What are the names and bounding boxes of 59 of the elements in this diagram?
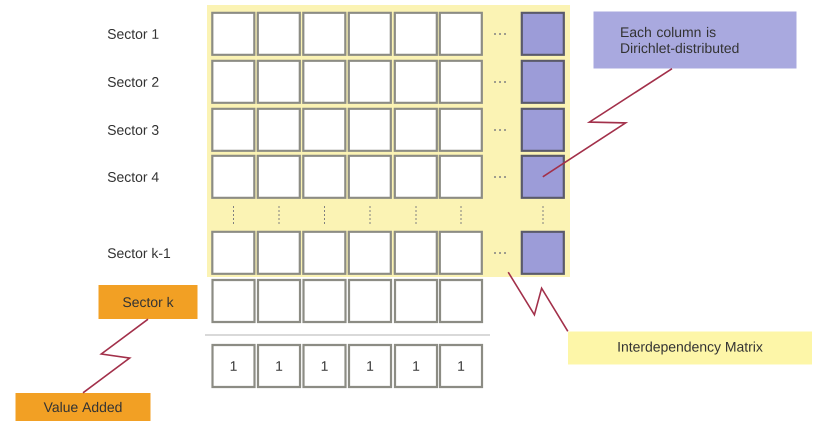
leader-line bbox=[508, 272, 568, 332]
leader-line bbox=[542, 68, 672, 178]
matrix-cell bbox=[394, 230, 438, 275]
matrix-cell bbox=[394, 60, 438, 104]
matrix-cell bbox=[438, 278, 484, 324]
matrix-cell bbox=[348, 12, 392, 56]
matrix-cell bbox=[211, 278, 256, 324]
matrix-cell bbox=[348, 278, 392, 324]
label-box: Value Added bbox=[16, 393, 150, 421]
matrix-cell bbox=[348, 108, 392, 152]
matrix-cell: 1 bbox=[302, 344, 347, 388]
label-box: Sector k bbox=[98, 285, 198, 319]
row-label: Sector 2 bbox=[108, 77, 158, 87]
matrix-cell: 1 bbox=[256, 344, 302, 388]
matrix-cell: 1 bbox=[438, 344, 484, 388]
matrix-cell bbox=[348, 154, 392, 199]
matrix-cell bbox=[256, 278, 302, 324]
matrix-cell bbox=[438, 230, 483, 275]
matrix-cell bbox=[211, 60, 256, 104]
row-label: Sector 3 bbox=[108, 125, 159, 135]
note-box: Interdependency Matrix bbox=[568, 332, 812, 364]
matrix-cell bbox=[394, 12, 438, 56]
matrix-cell bbox=[438, 60, 483, 104]
row-label: Sector 1 bbox=[108, 29, 158, 39]
matrix-cell bbox=[211, 12, 256, 56]
matrix-cell bbox=[302, 60, 346, 104]
matrix-cell bbox=[394, 154, 438, 199]
leader-line bbox=[82, 318, 148, 394]
matrix-cell: 1 bbox=[211, 344, 256, 388]
matrix-cell: 1 bbox=[348, 344, 392, 388]
matrix-cell bbox=[520, 12, 565, 56]
matrix-cell bbox=[520, 60, 565, 104]
matrix-cell bbox=[211, 154, 256, 199]
matrix-cell bbox=[520, 230, 565, 275]
row-label: Sector 4 bbox=[108, 172, 159, 182]
matrix-cell bbox=[302, 12, 346, 56]
matrix-cell bbox=[394, 278, 438, 324]
row-label: Sector k-1 bbox=[108, 248, 170, 258]
matrix-cell bbox=[394, 108, 438, 152]
matrix-cell bbox=[520, 154, 565, 199]
matrix-cell bbox=[348, 230, 392, 275]
matrix-cell bbox=[256, 60, 301, 104]
note-box: Each column is Dirichlet-distributed bbox=[594, 12, 796, 68]
matrix-cell bbox=[256, 154, 301, 199]
matrix-cell bbox=[302, 154, 346, 199]
matrix-cell bbox=[302, 278, 347, 324]
matrix-cell bbox=[256, 12, 301, 56]
matrix-cell bbox=[438, 108, 483, 152]
matrix-cell: 1 bbox=[394, 344, 438, 388]
matrix-cell bbox=[438, 12, 483, 56]
matrix-cell bbox=[256, 230, 301, 275]
matrix-cell bbox=[256, 108, 301, 152]
matrix-cell bbox=[438, 154, 483, 199]
matrix-cell bbox=[211, 108, 256, 152]
matrix-cell bbox=[520, 108, 565, 152]
matrix-cell bbox=[302, 230, 346, 275]
matrix-cell bbox=[348, 60, 392, 104]
matrix-cell bbox=[302, 108, 346, 152]
matrix-cell bbox=[211, 230, 256, 275]
